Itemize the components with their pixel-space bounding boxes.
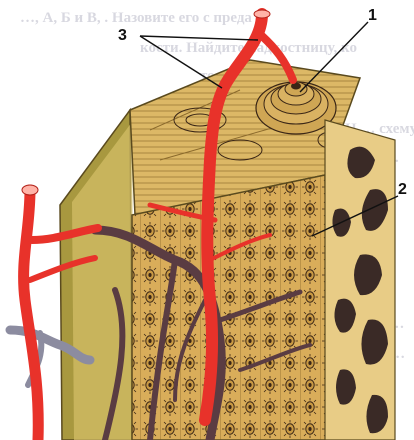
spongy-bone [325, 120, 395, 440]
callout-label-2: 2 [398, 181, 407, 198]
bg-text-line: …, А, Б и В, . Назовите его с преда [20, 10, 252, 26]
callout-label-1: 1 [368, 7, 377, 24]
periosteum [60, 110, 134, 440]
callout-label-3: 3 [118, 27, 127, 44]
compact-bone [132, 175, 328, 440]
